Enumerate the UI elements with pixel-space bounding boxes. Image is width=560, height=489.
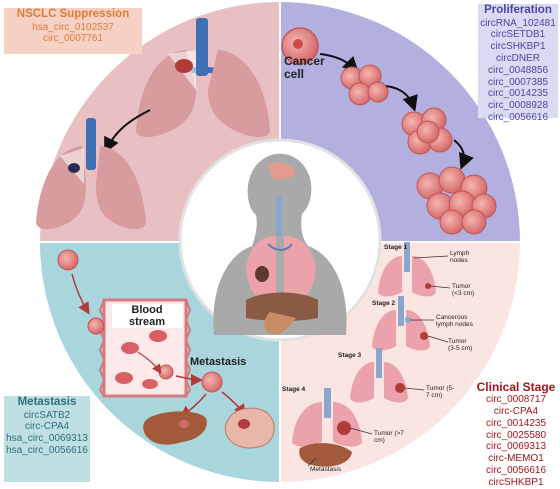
cancer-cell-cluster-large	[416, 166, 497, 235]
lungs-illustration-top	[136, 18, 270, 138]
stage3-label: Stage 3	[338, 352, 362, 359]
metastasis-box: Metastasis circSATB2 circ-CPA4 hsa_circ_…	[4, 396, 90, 482]
nsclc-item: hsa_circ_0102537	[32, 21, 114, 33]
stage2-label: Stage 2	[372, 300, 396, 307]
nsclc-title: NSCLC Suppression	[16, 8, 130, 20]
proliferation-item: circ_0014235	[487, 88, 549, 100]
metastasis-title: Metastasis	[17, 396, 77, 408]
metastasis-item: hsa_circ_0056616	[6, 444, 88, 456]
arrow-prolif-2	[385, 85, 418, 112]
lungs-illustration-bottom	[36, 118, 146, 230]
clinical-stage-title: Clinical Stage	[476, 380, 556, 394]
proliferation-box: Proliferation circRNA_102481 circSETDB1 …	[478, 4, 558, 123]
proliferation-item: circSETDB1	[490, 29, 546, 41]
stage2-lungs	[372, 296, 449, 351]
clinical-stage-item: circ_0025580	[485, 429, 547, 441]
proliferation-item: circDNER	[496, 52, 540, 64]
extravasating-cell	[201, 371, 223, 393]
circulating-cell-1	[57, 249, 79, 271]
stage3-lungs	[350, 348, 425, 403]
clinical-stage-item: circSHKBP1	[488, 476, 544, 488]
cancer-cell-single	[281, 27, 319, 65]
cancer-cell-cluster-medium	[401, 107, 453, 155]
proliferation-item: circRNA_102481	[480, 17, 556, 29]
arrow-meta-2	[175, 373, 203, 386]
proliferation-item: circ_0007385	[487, 76, 549, 88]
metastasis-item: hsa_circ_0069313	[6, 433, 88, 445]
proliferation-item: circSHKBP1	[490, 41, 546, 53]
clinical-stage-item: circ-CPA4	[493, 405, 539, 417]
brain-illustration	[224, 407, 275, 449]
cancerous-nodes-label: Cancerous lymph nodes	[436, 314, 473, 329]
proliferation-item: circ_0056616	[487, 111, 549, 123]
tumor2-label: Tumor (3-5 cm)	[448, 338, 473, 353]
stage1-lungs	[378, 242, 451, 297]
tumor1-label: Tumor (<3 cm)	[452, 283, 475, 298]
blood-stream-label: Blood stream	[112, 304, 182, 328]
metastasis-label: Metastasis	[190, 356, 247, 368]
stage1-label: Stage 1	[384, 244, 408, 251]
stage4-lungs	[292, 388, 373, 467]
nsclc-item: circ_0007761	[42, 33, 104, 45]
nsclc-suppression-box: NSCLC Suppression hsa_circ_0102537 circ_…	[4, 8, 142, 54]
human-torso-illustration	[213, 153, 347, 335]
metastasis-item: circSATB2	[23, 409, 71, 421]
stage4-label: Stage 4	[282, 386, 306, 393]
clinical-stage-item: circ_0056616	[485, 464, 547, 476]
cancer-cell-cluster-small	[340, 64, 389, 106]
tumor3-label: Tumor (5-7 cm)	[426, 385, 455, 400]
clinical-stage-item: circ_0014235	[485, 417, 547, 429]
arrow-prolif-3	[453, 139, 474, 170]
lymph-nodes-label: Lymph nodes	[450, 250, 470, 265]
clinical-stage-item: circ_0069313	[485, 441, 547, 453]
cancer-cell-label: Cancer cell	[284, 54, 325, 82]
clinical-stage-box: Clinical Stage circ_0008717 circ-CPA4 ci…	[474, 380, 558, 488]
proliferation-title: Proliferation	[484, 4, 552, 16]
proliferation-item: circ_0008928	[487, 100, 549, 112]
liver-illustration	[143, 411, 207, 445]
metastasis-item: circ-CPA4	[24, 421, 70, 433]
tumor4-label: Tumor (>7 cm)	[374, 430, 404, 445]
clinical-stage-item: circ-MEMO1	[488, 453, 544, 465]
metastasis-stage-label: Metastasis	[310, 466, 342, 473]
proliferation-item: circ_0048856	[487, 64, 549, 76]
arrow-nsclc	[104, 109, 151, 154]
arrow-meta-1	[71, 273, 90, 315]
clinical-stage-item: circ_0008717	[485, 394, 547, 406]
